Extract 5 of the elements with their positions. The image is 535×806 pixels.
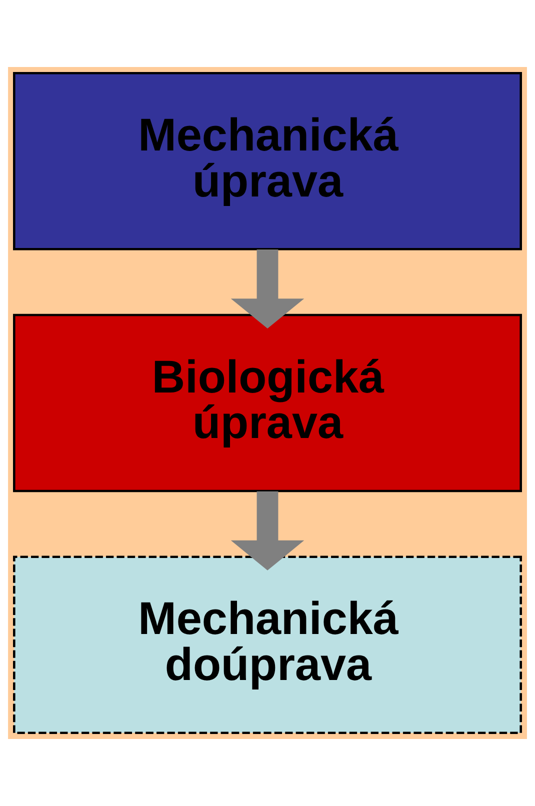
arrow xyxy=(230,250,304,328)
node-box: Mechanická úprava xyxy=(13,72,522,250)
arrow xyxy=(230,491,304,570)
node-box: Biologická úprava xyxy=(13,314,522,492)
node-box: Mechanická doúprava xyxy=(13,556,522,734)
